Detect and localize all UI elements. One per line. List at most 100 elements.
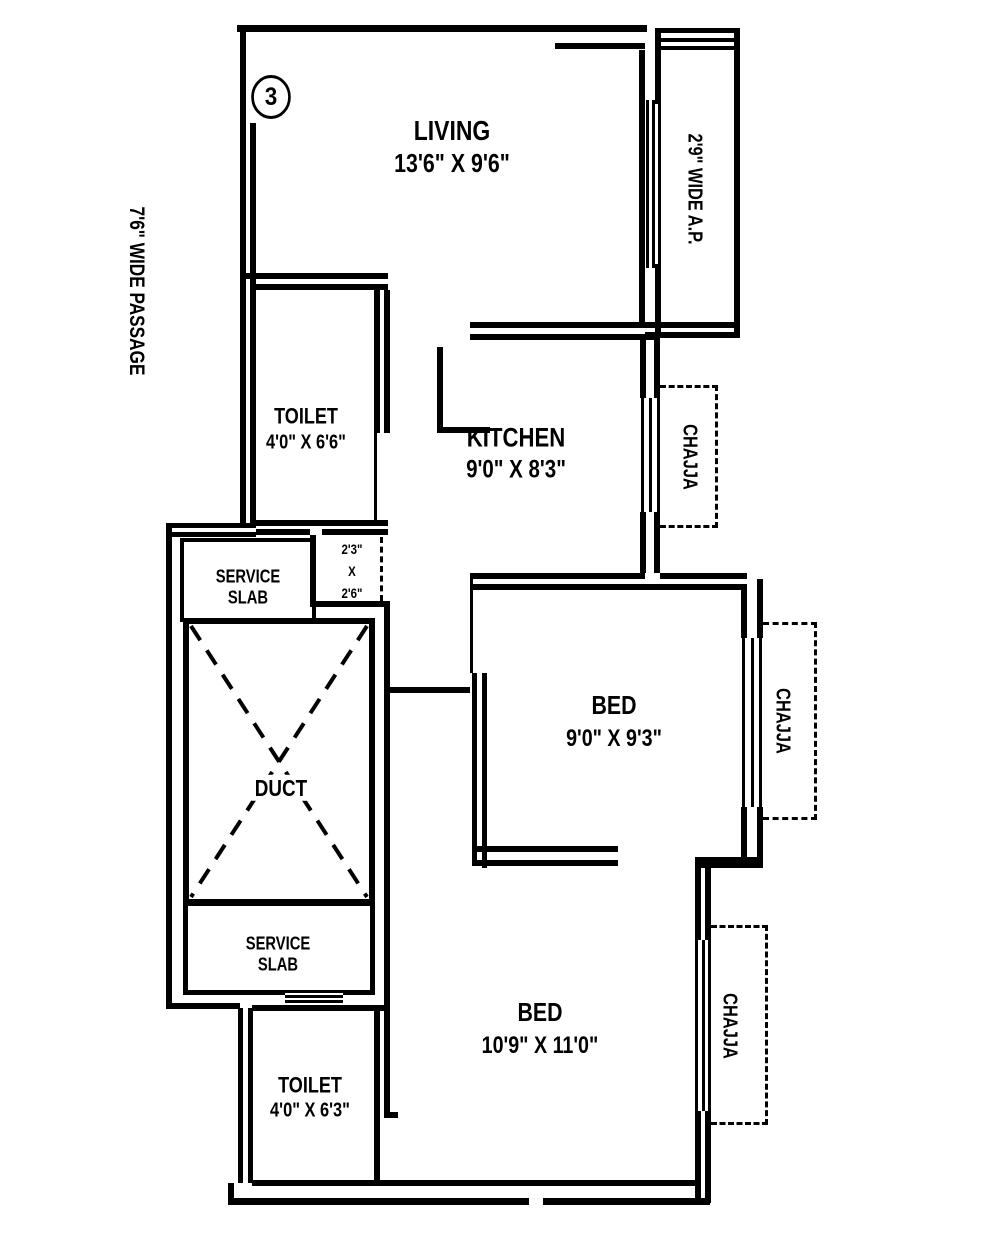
duct-box [183,618,375,905]
wall-segment [310,535,316,607]
wall-segment [228,1198,529,1205]
wall-segment [645,332,740,338]
wall-segment [246,273,388,279]
wall-segment [437,347,443,433]
wall-segment [443,427,490,433]
air-passage-label: 2'9" WIDE A.P. [683,133,706,245]
wall-segment [660,573,747,579]
wall-segment [237,25,647,32]
wall-segment [655,28,661,104]
wall-segment [655,28,740,33]
chajja-bed-2-label: CHAJJA [718,993,741,1059]
chajja-bed-1-outline [763,622,817,820]
wall-segment [639,50,645,322]
wall-segment [741,590,747,638]
wall-segment [166,1003,240,1009]
wall-segment [543,1198,710,1205]
wall-segment [705,868,711,940]
living-label: LIVING [413,114,491,146]
toilet-lower-label: TOILET [278,1072,342,1098]
niche-dim-1: 2'3" [341,540,363,557]
wall-segment [477,860,618,866]
toilet-upper-dims: 4'0" X 6'6" [266,431,346,454]
bed-1-dims: 9'0" X 9'3" [566,725,662,753]
wall-segment [388,687,470,693]
wall-segment [310,601,390,607]
wall-segment [472,673,477,866]
window-bed-1 [742,638,762,807]
bed-2-dims: 10'9" X 11'0" [481,1032,599,1060]
service-slab-lower-label: SERVICE SLAB [245,933,311,974]
wall-segment [166,532,256,537]
wall-segment [252,1180,695,1186]
niche-dashed-edge [380,537,383,601]
wall-segment [250,123,256,523]
wall-segment [384,1112,398,1118]
unit-number: 3 [264,82,278,111]
wall-segment [374,433,377,523]
wall-segment [374,290,380,433]
wall-segment [472,584,747,590]
niche-dim-2: 2'6" [341,584,363,601]
service-slab-upper-label: SERVICE SLAB [215,566,281,607]
duct-label: DUCT [251,774,311,801]
wall-segment [661,46,734,50]
wall-segment [470,573,473,673]
duct-cross-lines [189,624,369,899]
wall-segment [252,1005,388,1011]
wall-segment [640,340,646,398]
wall-segment [384,607,390,1011]
wall-segment [645,322,740,328]
kitchen-dims: 9'0" X 8'3" [466,455,566,484]
wall-segment [240,32,246,523]
wall-segment [705,1111,711,1203]
wall-segment [741,807,747,868]
wall-segment [228,1183,234,1204]
window-service-slab-lower [285,990,343,1003]
wall-segment [256,529,310,535]
wall-segment [256,520,388,526]
wall-segment [695,868,701,940]
wall-segment [384,290,390,433]
toilet-upper-label: TOILET [274,403,338,429]
chajja-bed-2-outline [711,925,768,1125]
passage-label: 7'6" WIDE PASSAGE [125,206,149,376]
chajja-kitchen-outline [660,385,718,528]
wall-segment [757,579,763,638]
wall-segment [734,28,740,338]
wall-segment [655,264,661,338]
wall-segment [757,807,763,868]
bed-1-label: BED [591,690,637,721]
wall-segment [654,512,660,573]
niche-dim-x: X [348,562,356,579]
wall-segment [555,43,645,49]
unit-number-badge: 3 [251,75,291,119]
wall-segment [238,1008,243,1183]
wall-segment [256,284,388,290]
wall-segment [248,1008,253,1183]
window-bed-2 [695,940,711,1111]
window-kitchen [641,398,660,512]
service-slab-lower-box [183,901,375,995]
wall-segment [695,1111,701,1205]
wall-segment [654,340,660,398]
toilet-lower-dims: 4'0" X 6'3" [270,1099,350,1122]
wall-segment [166,523,256,528]
wall-segment [374,1011,380,1186]
bed-2-label: BED [517,997,563,1028]
wall-segment [695,857,763,868]
wall-segment [482,673,487,868]
wall-segment [640,512,646,573]
wall-segment [384,1011,390,1115]
wall-segment [322,529,388,535]
wall-segment [477,846,618,852]
wall-segment [470,573,645,579]
chajja-bed-1-label: CHAJJA [771,688,794,754]
wall-segment [166,523,172,1009]
wall-segment [661,38,734,42]
wall-segment [470,322,645,328]
living-dims: 13'6" X 9'6" [394,148,510,179]
window-air-passage [646,100,661,268]
chajja-kitchen-label: CHAJJA [678,424,701,490]
